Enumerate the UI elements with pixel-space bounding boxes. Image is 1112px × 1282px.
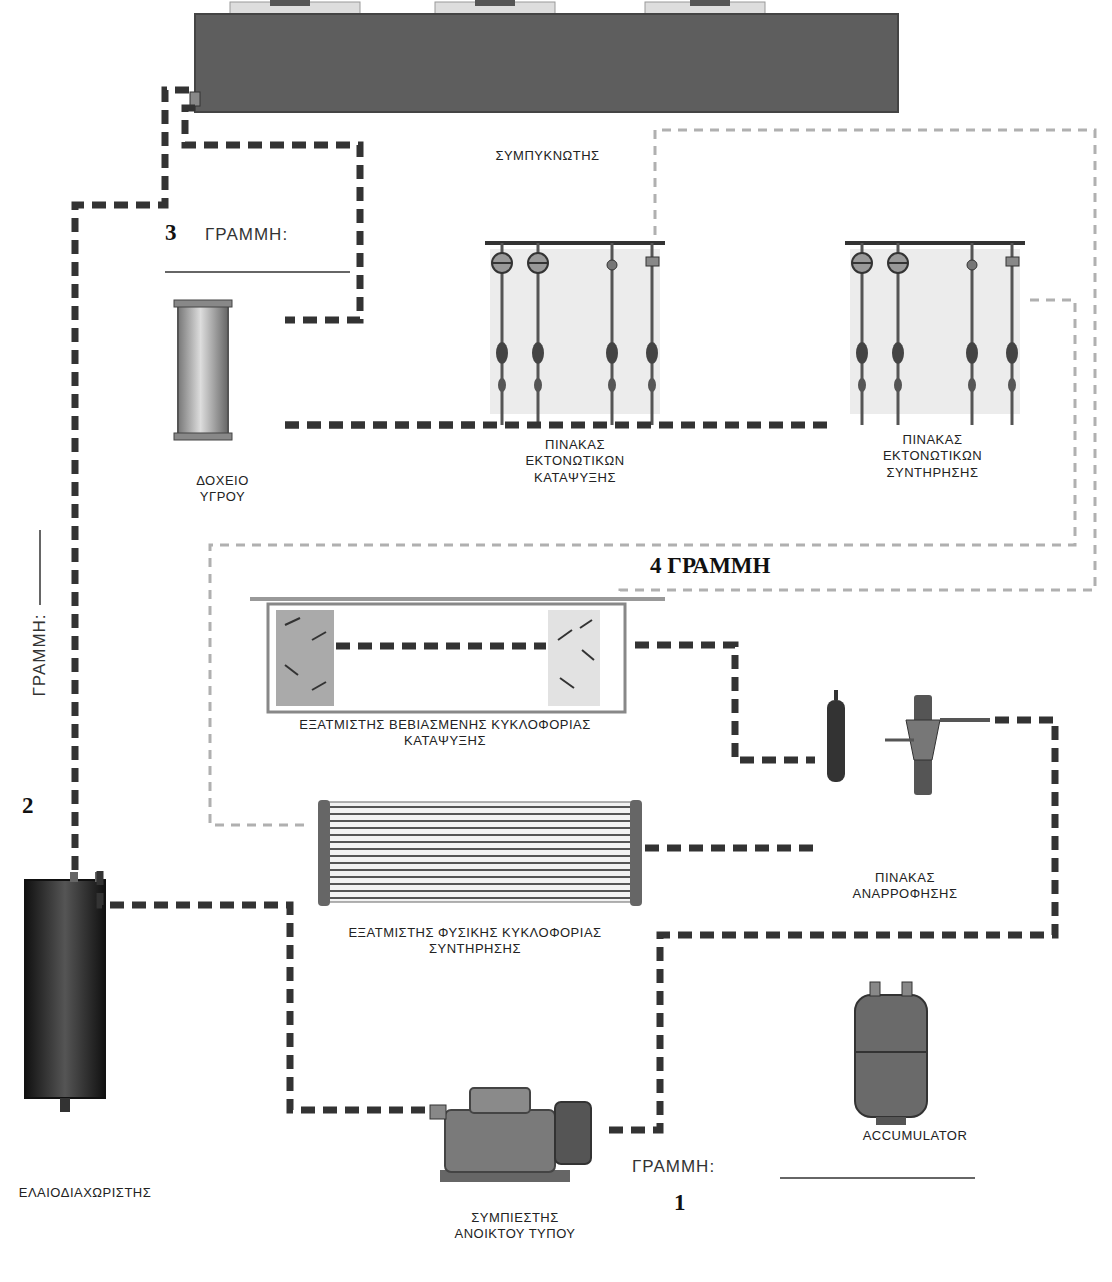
pipe-line bbox=[185, 108, 360, 320]
component-label: ΠΙΝΑΚΑΣ ΕΚΤΟΝΩΤΙΚΩΝ ΣΥΝΤΗΡΗΣΗΣ bbox=[858, 432, 1008, 481]
forced-evaporator: ΕΞΑΤΜΙΣΤΗΣ ΒΕΒΙΑΣΜΕΝΗΣ ΚΥΚΛΟΦΟΡΙΑΣ ΚΑΤΑΨ… bbox=[255, 595, 635, 756]
natural-evaporator: ΕΞΑΤΜΙΣΤΗΣ ΦΥΣΙΚΗΣ ΚΥΚΛΟΦΟΡΙΑΣ ΣΥΝΤΗΡΗΣΗ… bbox=[305, 795, 645, 964]
liquid-receiver: ΔΟΧΕΙΟ ΥΓΡΟΥ bbox=[160, 295, 285, 512]
pipe-line bbox=[75, 90, 195, 870]
suction-panel: ΠΙΝΑΚΑΣ ΑΝΑΡΡΟΦΗΣΗΣ bbox=[815, 685, 995, 909]
line-label: ΓΡΑΜΜΗ: bbox=[632, 1157, 715, 1177]
expansion-panel: ΠΙΝΑΚΑΣ ΕΚΤΟΝΩΤΙΚΩΝ ΣΥΝΤΗΡΗΣΗΣ bbox=[835, 235, 1030, 487]
condenser: ΣΥΜΠΥΚΝΩΤΗΣ bbox=[195, 10, 900, 170]
component-label: ΔΟΧΕΙΟ ΥΓΡΟΥ bbox=[183, 473, 263, 506]
pipe-line bbox=[210, 300, 1075, 825]
component-label: ΕΞΑΤΜΙΣΤΗΣ ΒΕΒΙΑΣΜΕΝΗΣ ΚΥΚΛΟΦΟΡΙΑΣ ΚΑΤΑΨ… bbox=[280, 717, 610, 750]
expansion-panel: ΠΙΝΑΚΑΣ ΕΚΤΟΝΩΤΙΚΩΝ ΚΑΤΑΨΥΞΗΣ bbox=[480, 235, 670, 492]
component-label: ΣΥΜΠΙΕΣΤΗΣ ΑΝΟΙΚΤΟΥ ΤΥΠΟΥ bbox=[445, 1210, 585, 1243]
line-label: ΓΡΑΜΜΗ: bbox=[205, 225, 288, 245]
pipe-line bbox=[645, 845, 815, 852]
line-number: 2 bbox=[22, 793, 34, 819]
component-label: ACCUMULATOR bbox=[840, 1128, 990, 1144]
pipe-line bbox=[635, 645, 815, 760]
line-label: 4 ΓΡΑΜΜΗ bbox=[650, 553, 770, 579]
component-label: ΠΙΝΑΚΑΣ ΑΝΑΡΡΟΦΗΣΗΣ bbox=[845, 870, 965, 903]
component-label: ΣΥΜΠΥΚΝΩΤΗΣ bbox=[398, 148, 698, 164]
line-number: 1 bbox=[674, 1190, 686, 1216]
line-number: 3 bbox=[165, 220, 177, 246]
oil-separator: ΕΛΑΙΟΔΙΑΧΩΡΙΣΤΗΣ bbox=[5, 870, 165, 1207]
line-label: ΓΡΑΜΜΗ: bbox=[30, 613, 50, 696]
component-label: ΕΛΑΙΟΔΙΑΧΩΡΙΣΤΗΣ bbox=[6, 1185, 164, 1201]
pipe-line bbox=[285, 422, 835, 429]
pipe-line bbox=[620, 130, 1095, 595]
compressor: ΣΥΜΠΙΕΣΤΗΣ ΑΝΟΙΚΤΟΥ ΤΥΠΟΥ bbox=[425, 1080, 605, 1249]
pipe-line bbox=[100, 870, 425, 1110]
component-label: ΠΙΝΑΚΑΣ ΕΚΤΟΝΩΤΙΚΩΝ ΚΑΤΑΨΥΞΗΣ bbox=[500, 437, 650, 486]
pipe-line bbox=[605, 720, 1055, 1130]
accumulator: ACCUMULATOR bbox=[835, 980, 995, 1150]
component-label: ΕΞΑΤΜΙΣΤΗΣ ΦΥΣΙΚΗΣ ΚΥΚΛΟΦΟΡΙΑΣ ΣΥΝΤΗΡΗΣΗ… bbox=[310, 925, 640, 958]
